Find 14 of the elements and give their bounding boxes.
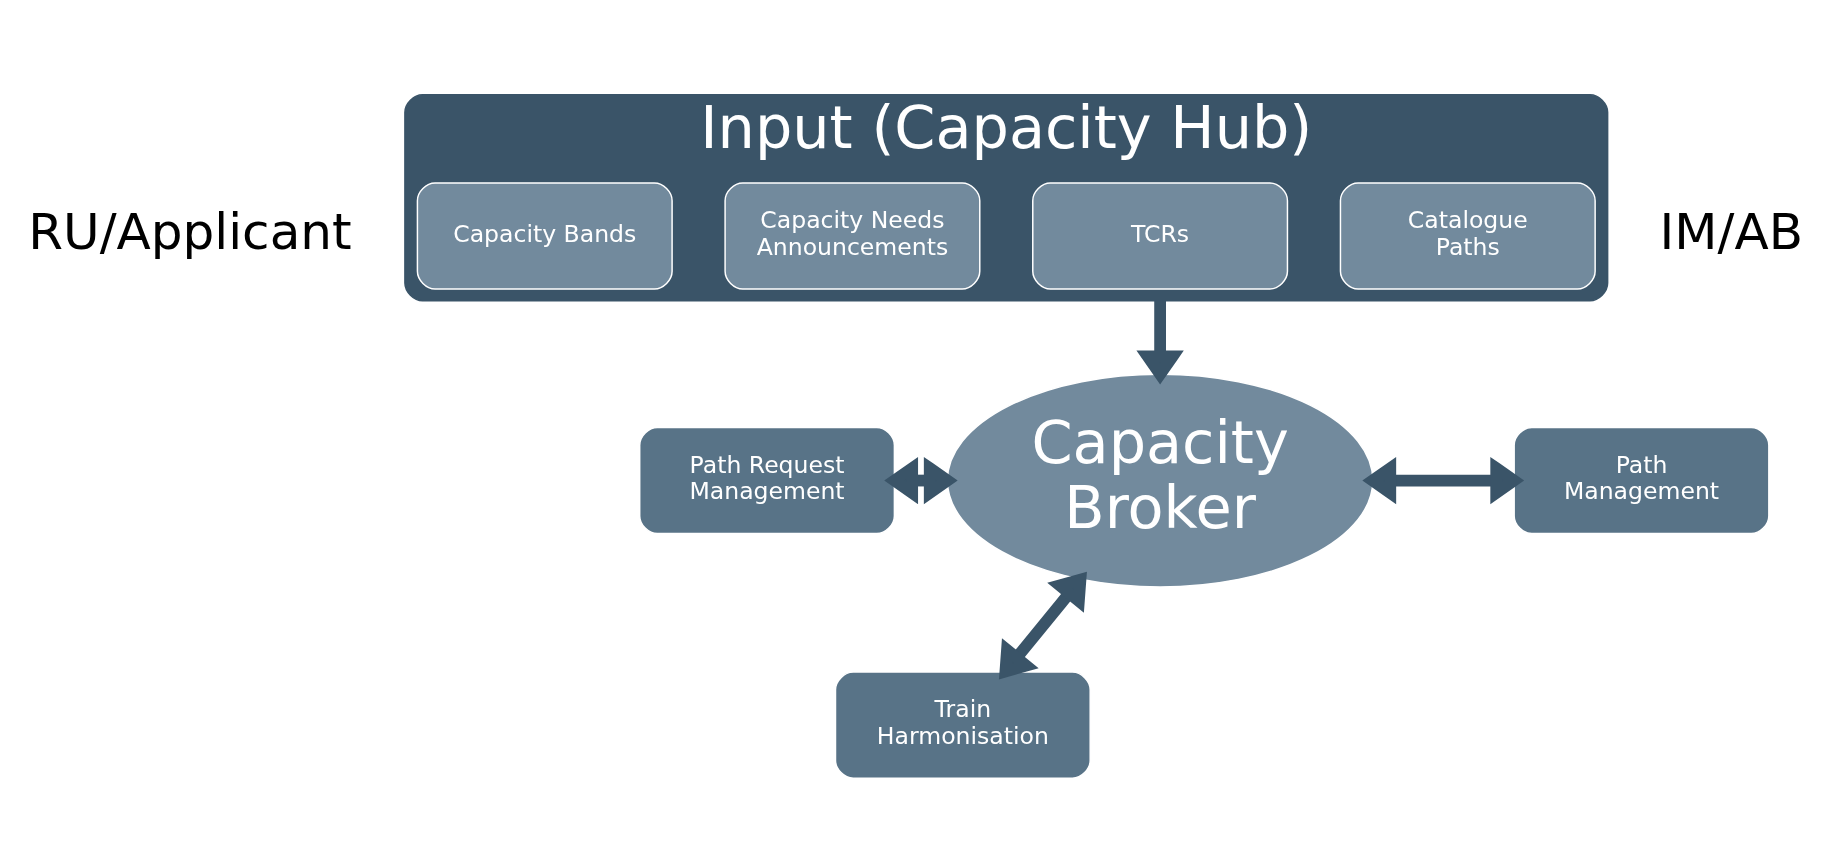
arrow: [1361, 456, 1524, 505]
label: RU/Applicant: [27, 202, 352, 261]
arrow: [1135, 300, 1184, 385]
node-box: Train Harmonisation: [834, 671, 1091, 779]
arrow: [883, 456, 958, 505]
label: IM/AB: [1659, 202, 1803, 261]
node-ellipse: Capacity Broker: [946, 373, 1374, 588]
node-box: Path Management: [1512, 426, 1770, 535]
node-box: Capacity Needs Announcements: [723, 182, 980, 290]
node-box: Path Request Management: [638, 426, 895, 535]
node-box: Capacity Bands: [416, 182, 673, 290]
node-box: Catalogue Paths: [1339, 182, 1596, 290]
arrow: [998, 571, 1087, 680]
node-box: TCRs: [1031, 182, 1288, 290]
